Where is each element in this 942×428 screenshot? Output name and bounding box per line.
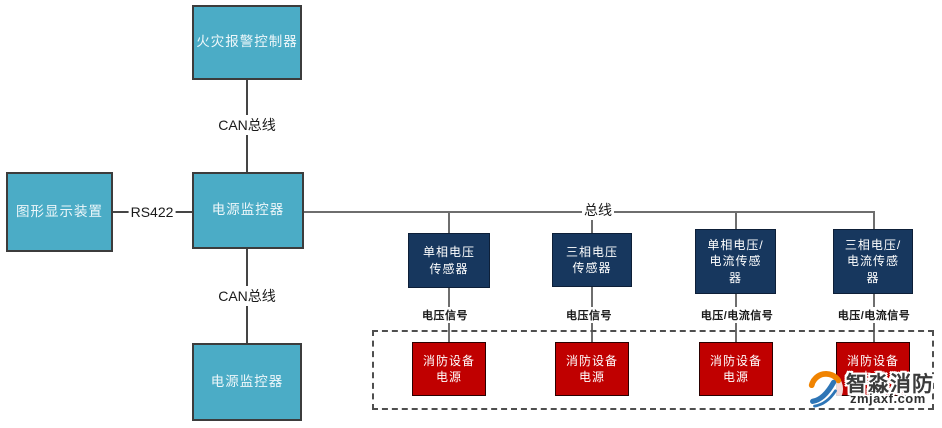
node-fire-device-power-4: 消防设备 电源 xyxy=(836,342,910,396)
node-fire-alarm-controller: 火灾报警控制器 xyxy=(192,5,302,80)
edge-label-voltage-signal-1: 电压信号 xyxy=(420,307,470,323)
edge-label-rs422: RS422 xyxy=(128,204,176,220)
edge-label-voltage-current-signal-3: 电压/电流信号 xyxy=(698,307,776,323)
node-fire-device-power-1: 消防设备 电源 xyxy=(412,342,486,396)
edge-label-bus: 总线 xyxy=(582,200,614,220)
edge-label-can-bus-bottom: CAN总线 xyxy=(216,286,278,306)
node-three-phase-voltage-sensor: 三相电压 传感器 xyxy=(552,233,632,287)
node-fire-device-power-3: 消防设备 电源 xyxy=(699,342,773,396)
edge-label-voltage-current-signal-4: 电压/电流信号 xyxy=(835,307,913,323)
bus-drop-sensor2-line xyxy=(591,212,593,233)
node-power-monitor-bottom: 电源监控器 xyxy=(192,343,302,421)
node-single-phase-voltage-current-sensor: 单相电压/ 电流传感 器 xyxy=(695,229,776,294)
brand-name-text: 智淼消防 xyxy=(846,373,934,396)
bus-drop-sensor3-line xyxy=(735,212,737,229)
node-graphic-display-device: 图形显示装置 xyxy=(6,172,113,252)
bus-drop-sensor1-line xyxy=(448,212,450,233)
fire-device-power-group-frame xyxy=(372,330,934,410)
watermark-logo: 智淼消防 zmjaxf.com xyxy=(806,368,938,410)
brand-url-text: zmjaxf.com xyxy=(850,391,926,406)
bus-drop-sensor4-line xyxy=(873,211,875,229)
brand-swoosh-icon xyxy=(806,370,844,408)
edge-label-can-bus-top: CAN总线 xyxy=(216,115,278,135)
node-fire-device-power-2: 消防设备 电源 xyxy=(555,342,629,396)
node-power-monitor-top: 电源监控器 xyxy=(192,172,304,249)
node-single-phase-voltage-sensor: 单相电压 传感器 xyxy=(408,233,490,288)
edge-label-voltage-signal-2: 电压信号 xyxy=(564,307,614,323)
node-three-phase-voltage-current-sensor: 三相电压/ 电流传感 器 xyxy=(833,229,913,294)
